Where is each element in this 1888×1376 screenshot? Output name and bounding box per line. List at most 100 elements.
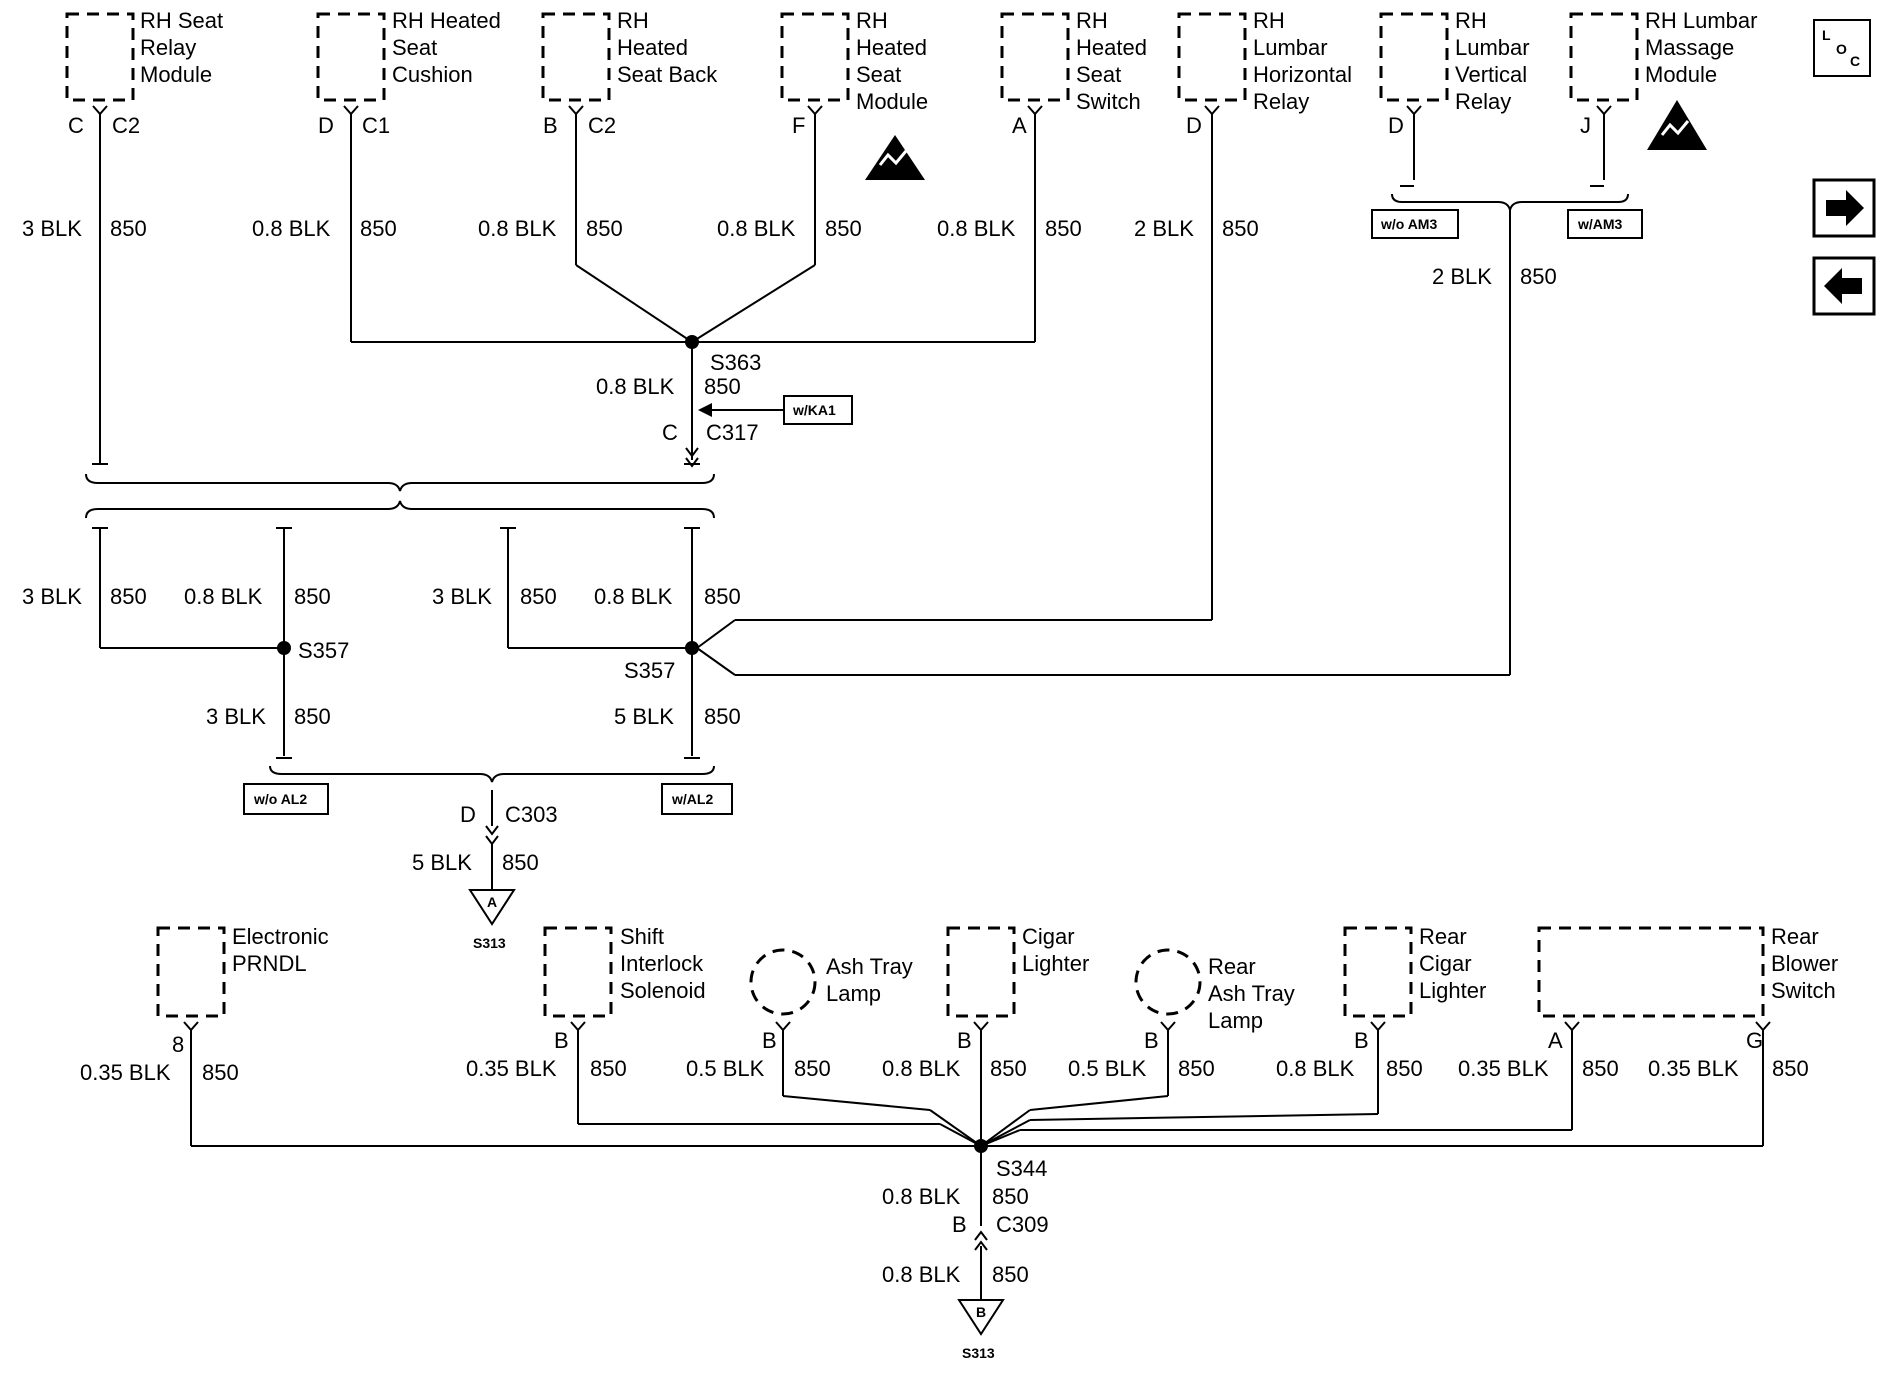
svg-text:RH: RH bbox=[1455, 8, 1487, 33]
svg-text:3 BLK: 3 BLK bbox=[22, 216, 82, 241]
svg-text:Seat: Seat bbox=[392, 35, 437, 60]
splice-s344 bbox=[974, 1139, 988, 1153]
svg-text:850: 850 bbox=[1178, 1056, 1215, 1081]
distribution-brace bbox=[85, 463, 715, 529]
svg-text:850: 850 bbox=[360, 216, 397, 241]
arrow-left-icon bbox=[1824, 268, 1862, 304]
svg-text:C: C bbox=[68, 113, 84, 138]
svg-text:0.8 BLK: 0.8 BLK bbox=[882, 1056, 961, 1081]
svg-text:D: D bbox=[1388, 113, 1404, 138]
svg-text:Lamp: Lamp bbox=[826, 981, 881, 1006]
svg-text:Vertical: Vertical bbox=[1455, 62, 1527, 87]
svg-text:0.5 BLK: 0.5 BLK bbox=[1068, 1056, 1147, 1081]
svg-text:RH Lumbar: RH Lumbar bbox=[1645, 8, 1757, 33]
svg-text:2 BLK: 2 BLK bbox=[1134, 216, 1194, 241]
svg-text:3 BLK: 3 BLK bbox=[432, 584, 492, 609]
svg-text:L: L bbox=[1822, 27, 1831, 43]
svg-text:Relay: Relay bbox=[1455, 89, 1511, 114]
svg-text:A: A bbox=[487, 894, 497, 910]
svg-text:A: A bbox=[1012, 113, 1027, 138]
svg-text:850: 850 bbox=[1045, 216, 1082, 241]
loc-icon[interactable]: L O C bbox=[1813, 19, 1871, 77]
svg-text:RH: RH bbox=[1253, 8, 1285, 33]
option-wo-am3: w/o AM3 bbox=[1371, 209, 1459, 239]
svg-text:850: 850 bbox=[586, 216, 623, 241]
svg-text:Rear: Rear bbox=[1419, 924, 1467, 949]
previous-page-button[interactable] bbox=[1812, 256, 1876, 316]
option-wo-al2: w/o AL2 bbox=[243, 783, 329, 815]
esd-warning-icon bbox=[1647, 100, 1707, 150]
connector-c309: B C309 bbox=[952, 1212, 1049, 1251]
svg-text:Cushion: Cushion bbox=[392, 62, 473, 87]
svg-text:Lighter: Lighter bbox=[1419, 978, 1486, 1003]
svg-text:0.5 BLK: 0.5 BLK bbox=[686, 1056, 765, 1081]
svg-text:A: A bbox=[1548, 1028, 1563, 1053]
wires-bottom bbox=[190, 1030, 1764, 1300]
svg-text:B: B bbox=[957, 1028, 972, 1053]
svg-text:850: 850 bbox=[992, 1262, 1029, 1287]
svg-text:850: 850 bbox=[294, 584, 331, 609]
svg-text:850: 850 bbox=[704, 704, 741, 729]
splice-label: S344 bbox=[996, 1156, 1047, 1181]
connector-c303: D C303 bbox=[460, 790, 558, 890]
component-rh-heated-seat-switch: RH Heated Seat Switch bbox=[1000, 8, 1147, 114]
svg-text:Ash Tray: Ash Tray bbox=[826, 954, 913, 979]
svg-text:Ash Tray: Ash Tray bbox=[1208, 981, 1295, 1006]
svg-text:850: 850 bbox=[294, 704, 331, 729]
svg-text:O: O bbox=[1836, 41, 1847, 57]
connector-terminals-bottom bbox=[183, 1021, 1771, 1032]
svg-text:w/AM3: w/AM3 bbox=[1577, 216, 1623, 232]
svg-text:850: 850 bbox=[1520, 264, 1557, 289]
svg-text:Lighter: Lighter bbox=[1022, 951, 1089, 976]
svg-text:850: 850 bbox=[990, 1056, 1027, 1081]
svg-text:RH: RH bbox=[1076, 8, 1108, 33]
svg-text:D: D bbox=[318, 113, 334, 138]
svg-text:RH Heated: RH Heated bbox=[392, 8, 501, 33]
splice-label: S357 bbox=[624, 658, 675, 683]
svg-text:850: 850 bbox=[1582, 1056, 1619, 1081]
next-page-button[interactable] bbox=[1812, 178, 1876, 238]
svg-text:0.8 BLK: 0.8 BLK bbox=[252, 216, 331, 241]
svg-text:850: 850 bbox=[1772, 1056, 1809, 1081]
ground-s313-b: B S313 bbox=[957, 1299, 1005, 1361]
option-brace-am3 bbox=[1391, 185, 1629, 211]
svg-text:0.8 BLK: 0.8 BLK bbox=[882, 1184, 961, 1209]
svg-text:0.8 BLK: 0.8 BLK bbox=[478, 216, 557, 241]
svg-text:850: 850 bbox=[704, 584, 741, 609]
svg-text:B: B bbox=[762, 1028, 777, 1053]
svg-text:Shift: Shift bbox=[620, 924, 664, 949]
svg-text:Cigar: Cigar bbox=[1022, 924, 1075, 949]
svg-text:Module: Module bbox=[1645, 62, 1717, 87]
svg-text:850: 850 bbox=[992, 1184, 1029, 1209]
svg-text:Seat: Seat bbox=[1076, 62, 1121, 87]
svg-text:Horizontal: Horizontal bbox=[1253, 62, 1352, 87]
svg-text:0.35 BLK: 0.35 BLK bbox=[466, 1056, 557, 1081]
svg-text:Blower: Blower bbox=[1771, 951, 1838, 976]
label-line: Module bbox=[140, 62, 212, 87]
svg-text:850: 850 bbox=[520, 584, 557, 609]
wire-labels-top: 3 BLK 850 0.8 BLK 850 0.8 BLK 850 0.8 BLK 85… bbox=[22, 216, 1557, 399]
svg-text:RH: RH bbox=[617, 8, 649, 33]
svg-text:F: F bbox=[792, 113, 805, 138]
svg-text:0.8 BLK: 0.8 BLK bbox=[937, 216, 1016, 241]
arrow-right-icon bbox=[1826, 190, 1864, 226]
svg-text:Rear: Rear bbox=[1208, 954, 1256, 979]
splice-s357-left bbox=[277, 641, 291, 655]
svg-text:850: 850 bbox=[825, 216, 862, 241]
svg-text:Lumbar: Lumbar bbox=[1253, 35, 1328, 60]
svg-text:Lamp: Lamp bbox=[1208, 1008, 1263, 1033]
option-brace-al2 bbox=[269, 757, 715, 783]
ground-s313-a: A S313 bbox=[468, 889, 516, 951]
svg-text:Lumbar: Lumbar bbox=[1455, 35, 1530, 60]
component-ash-tray-lamp: Ash Tray Lamp bbox=[749, 948, 913, 1016]
svg-text:C1: C1 bbox=[362, 113, 390, 138]
svg-text:Massage: Massage bbox=[1645, 35, 1734, 60]
svg-text:0.8 BLK: 0.8 BLK bbox=[1276, 1056, 1355, 1081]
component-electronic-prndl: Electronic PRNDL bbox=[156, 924, 329, 1018]
component-rear-cigar-lighter: Rear Cigar Lighter bbox=[1343, 924, 1486, 1018]
svg-text:J: J bbox=[1580, 113, 1591, 138]
svg-text:S313: S313 bbox=[473, 935, 506, 951]
svg-text:0.8 BLK: 0.8 BLK bbox=[594, 584, 673, 609]
component-rh-heated-seat-cushion: RH Heated Seat Cushion bbox=[316, 8, 501, 102]
